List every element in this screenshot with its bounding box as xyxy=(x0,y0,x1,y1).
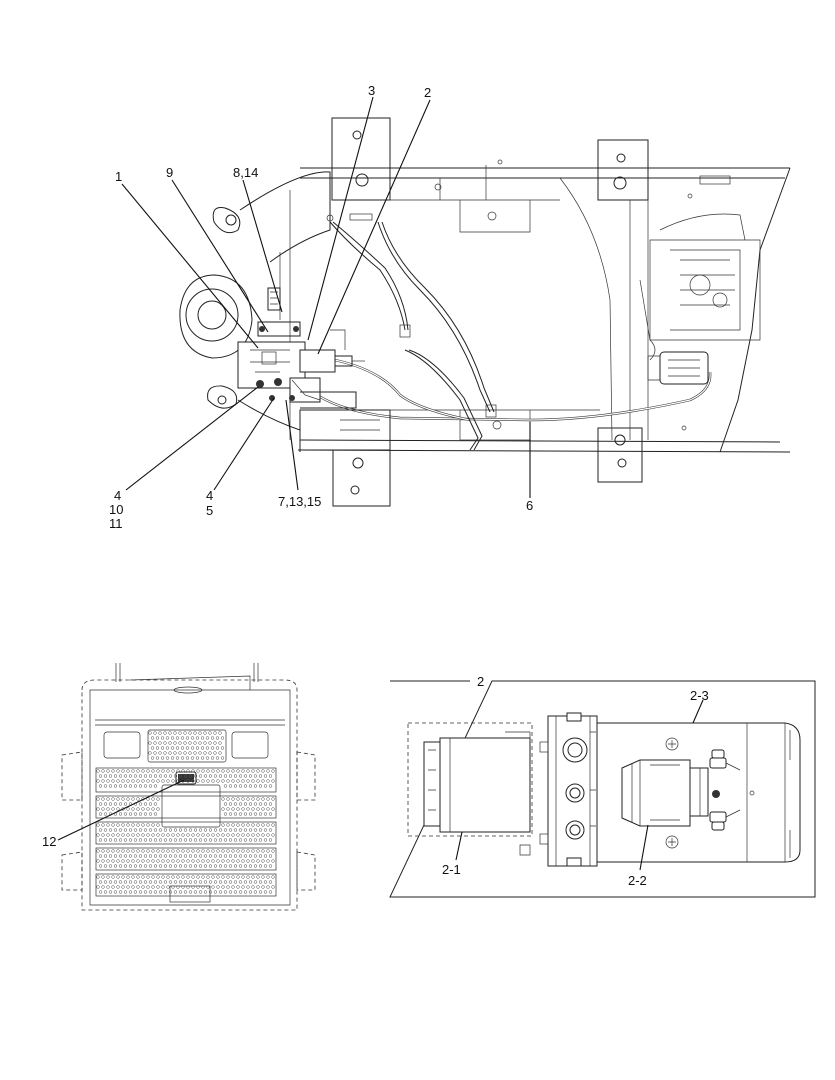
detail-2-label: 2 xyxy=(477,674,484,689)
valve-block xyxy=(237,287,391,451)
callout-8-14: 8,14 xyxy=(233,165,258,180)
callout-1: 1 xyxy=(115,169,122,184)
callout-11: 11 xyxy=(109,516,123,531)
hydraulic-hoses xyxy=(298,213,712,451)
detail-leaders xyxy=(455,699,704,871)
leader-lines xyxy=(121,96,531,498)
pump-motor-assembly xyxy=(407,712,801,867)
callout-4-a: 4 xyxy=(114,488,121,503)
leader-12 xyxy=(57,779,185,841)
callout-4-b: 4 xyxy=(206,488,213,503)
callout-2-1: 2-1 xyxy=(442,862,461,877)
callout-2: 2 xyxy=(424,85,431,100)
callout-7-13-15: 7,13,15 xyxy=(278,494,321,509)
callout-5: 5 xyxy=(206,503,213,518)
rear-grille-view xyxy=(61,663,316,911)
callout-3: 3 xyxy=(368,83,375,98)
callout-2-2: 2-2 xyxy=(628,873,647,888)
callout-2-3: 2-3 xyxy=(690,688,709,703)
grille-perforation xyxy=(96,731,275,894)
callout-10: 10 xyxy=(109,502,123,517)
callout-6: 6 xyxy=(526,498,533,513)
callout-12: 12 xyxy=(42,834,56,849)
chassis-frame xyxy=(179,117,791,507)
callout-9: 9 xyxy=(166,165,173,180)
